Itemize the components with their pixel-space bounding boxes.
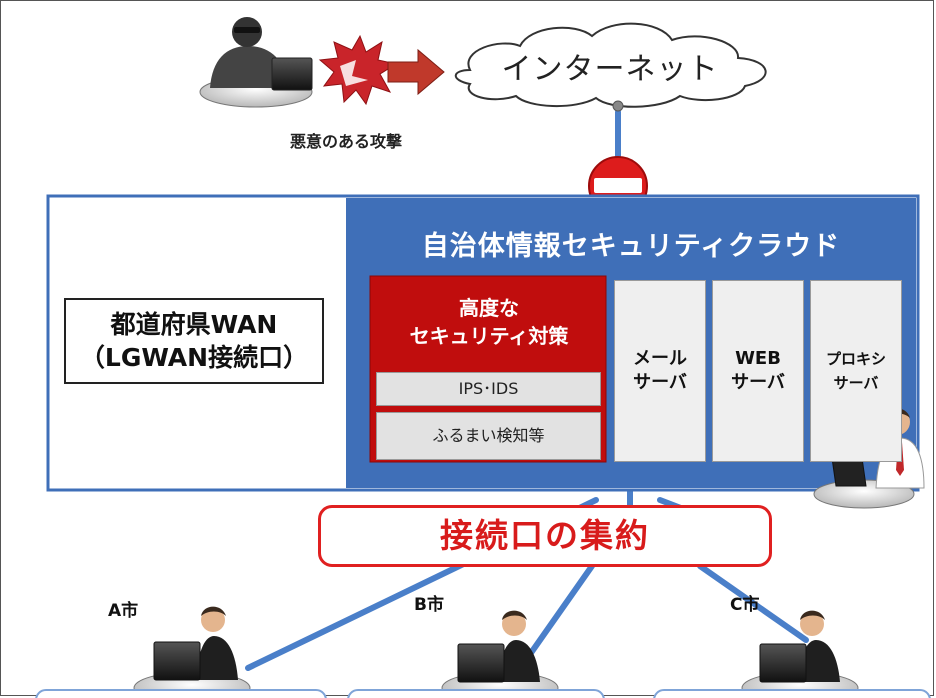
city-a-workstation-icon: [133, 606, 251, 698]
city-a-label: A市: [108, 601, 139, 621]
attack-label: 悪意のある攻撃: [290, 132, 403, 151]
mail-server-line1: メール: [633, 348, 687, 369]
city-c-box: [653, 689, 931, 698]
mail-server-line2: サーバ: [633, 372, 687, 393]
attack-arrow-icon: [387, 48, 445, 96]
web-server-line1: WEB: [735, 348, 781, 369]
wan-label-line1: 都道府県WAN: [110, 310, 278, 339]
security-cloud-title: 自治体情報セキュリティクラウド: [421, 231, 841, 262]
city-c-workstation-icon: [741, 610, 859, 698]
city-b-workstation-icon: [441, 610, 559, 698]
proxy-server-line2: サーバ: [833, 374, 879, 392]
internet-cloud-shape: [454, 22, 767, 108]
wan-label-line2: （LGWAN接続口）: [79, 343, 309, 372]
internet-label: インターネット: [501, 52, 719, 87]
line-to-b-city: [523, 563, 595, 663]
admin-person-icon: [813, 408, 925, 509]
ips-ids-item: IPS･IDS: [376, 372, 601, 406]
proxy-server-line1: プロキシ: [825, 350, 886, 368]
attack-burst-icon: [318, 34, 398, 106]
security-title-line2: セキュリティ対策: [409, 324, 569, 348]
city-b-label: B市: [414, 595, 444, 615]
consolidation-label: 接続口の集約: [318, 505, 772, 567]
web-server-line2: サーバ: [731, 372, 785, 393]
prefecture-wan-box: 都道府県WAN （LGWAN接続口）: [64, 298, 324, 384]
line-to-c-city: [697, 563, 809, 643]
cloud-connector-dot: [612, 100, 624, 112]
city-b-box: [347, 689, 605, 698]
city-c-label: C市: [730, 595, 760, 615]
proxy-server-box: プロキシ サーバ: [810, 280, 902, 462]
behavior-detection-item: ふるまい検知等: [376, 412, 601, 460]
security-title-line1: 高度な: [459, 296, 519, 320]
hacker-icon: [199, 17, 313, 108]
web-server-box: WEB サーバ: [712, 280, 804, 462]
city-a-box: [35, 689, 327, 698]
mail-server-box: メール サーバ: [614, 280, 706, 462]
security-title: 高度な セキュリティ対策: [372, 294, 606, 350]
